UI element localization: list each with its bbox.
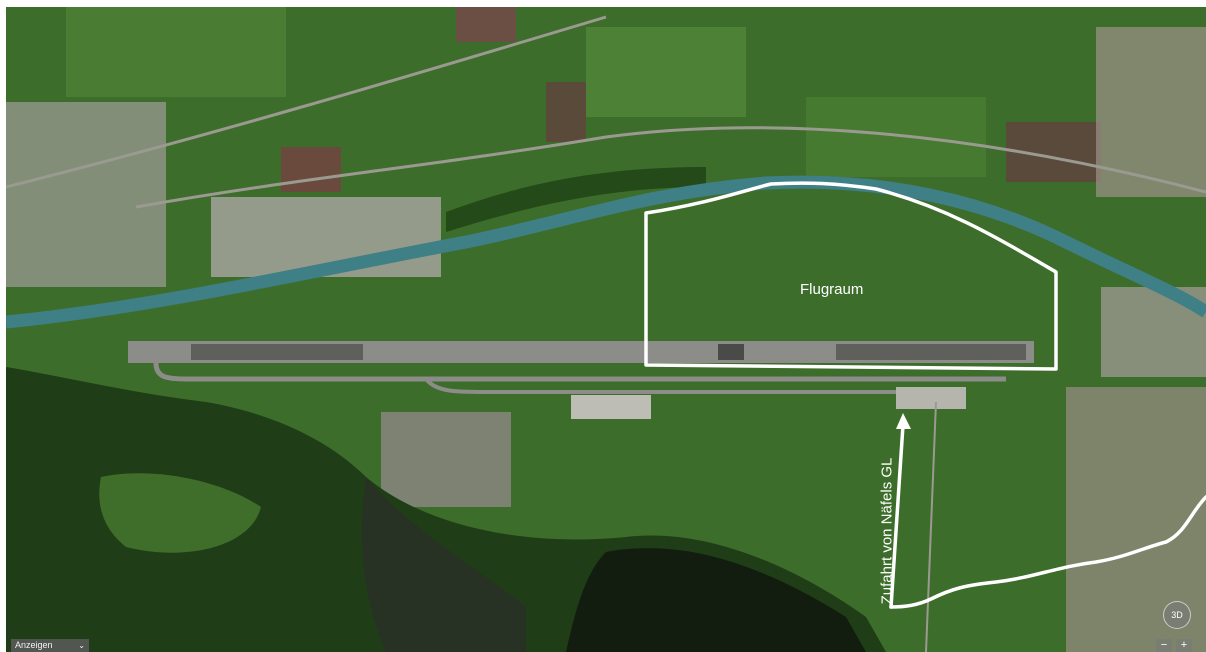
- chevron-down-icon: ⌄: [78, 641, 85, 650]
- layer-select[interactable]: Anzeigen ⌄: [11, 639, 89, 652]
- access-route-label: Zufahrt von Näfels GL: [878, 457, 896, 605]
- layer-select-label: Anzeigen: [15, 640, 53, 650]
- satellite-map: [6, 7, 1206, 652]
- map-viewport[interactable]: Flugraum Zufahrt von Näfels GL Anzeigen …: [6, 7, 1206, 652]
- access-route-line: [889, 495, 1206, 609]
- zoom-in-button[interactable]: +: [1176, 639, 1192, 652]
- arrow-up-icon: [896, 413, 911, 429]
- flight-area-label: Flugraum: [800, 281, 864, 298]
- access-route-stem: [889, 423, 905, 609]
- flight-area-outline: [644, 181, 1058, 371]
- 3d-view-button[interactable]: 3D: [1163, 601, 1191, 629]
- zoom-out-button[interactable]: −: [1156, 639, 1172, 652]
